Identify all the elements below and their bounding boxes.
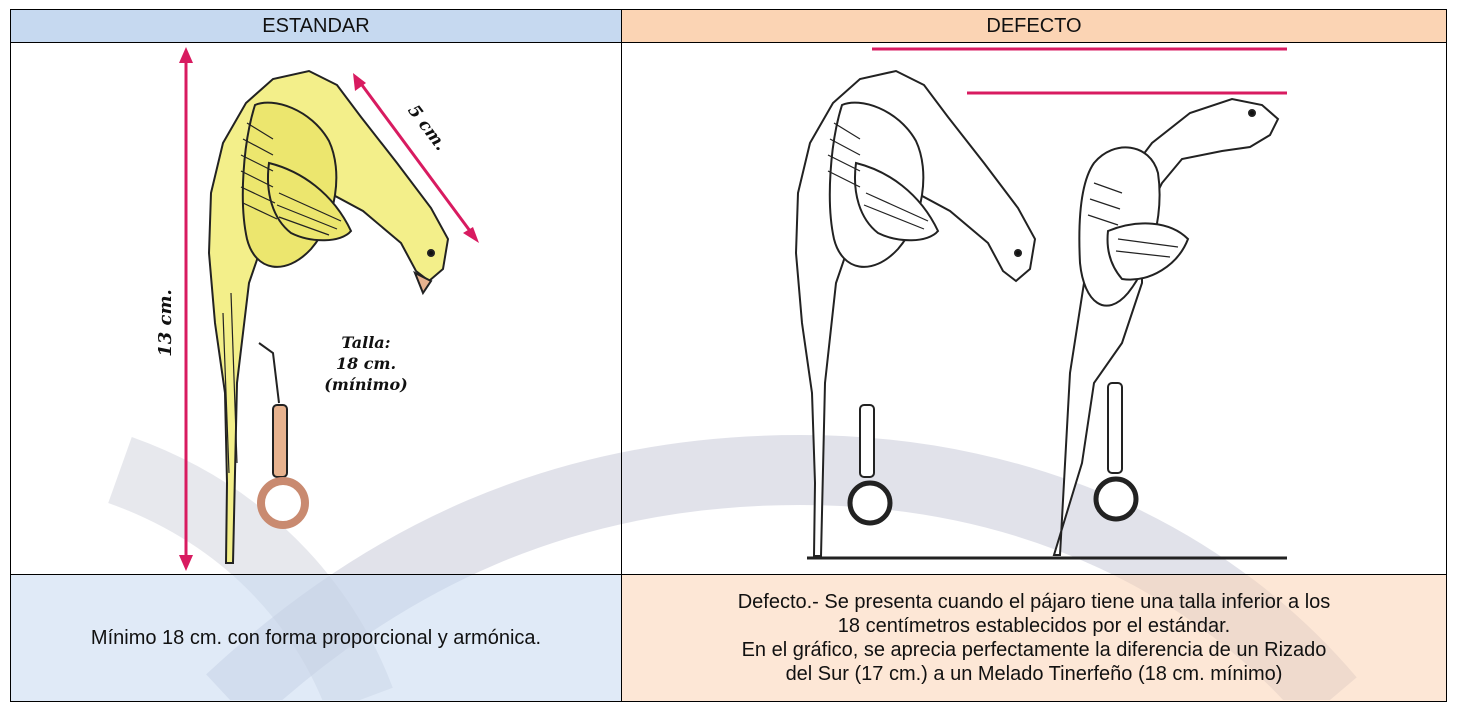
defect-birds-illustration <box>622 43 1446 574</box>
defect-description-line-2: 18 centímetros establecidos por el están… <box>622 614 1446 638</box>
standard-illustration-cell: 13 cm. 5 cm. <box>11 43 622 575</box>
standard-bird-illustration: 13 cm. 5 cm. <box>11 43 621 574</box>
standard-column-header: ESTANDAR <box>11 10 622 43</box>
standard-description: Mínimo 18 cm. con forma proporcional y a… <box>11 575 622 702</box>
defect-description: Defecto.- Se presenta cuando el pájaro t… <box>622 575 1447 702</box>
defect-column-header: DEFECTO <box>622 10 1447 43</box>
defect-description-line-3: En el gráfico, se aprecia perfectamente … <box>622 638 1446 662</box>
defect-illustration-cell <box>622 43 1447 575</box>
defect-description-line-4: del Sur (17 cm.) a un Melado Tinerfeño (… <box>622 662 1446 686</box>
size-label-line2: 18 cm. <box>336 354 396 373</box>
defect-description-line-1: Defecto.- Se presenta cuando el pájaro t… <box>622 590 1446 614</box>
size-label-line1: Talla: <box>341 333 390 352</box>
height-label: 13 cm. <box>155 289 176 357</box>
standard-comparison-table: ESTANDAR DEFECTO 13 cm. 5 cm. <box>10 9 1447 702</box>
size-label-line3: (mínimo) <box>324 375 407 394</box>
tall-canary-outline <box>796 71 1035 556</box>
height-measure-arrow <box>179 47 193 571</box>
short-canary-outline <box>1054 99 1278 555</box>
yellow-canary-figure <box>209 71 448 563</box>
neck-label: 5 cm. <box>403 101 450 155</box>
